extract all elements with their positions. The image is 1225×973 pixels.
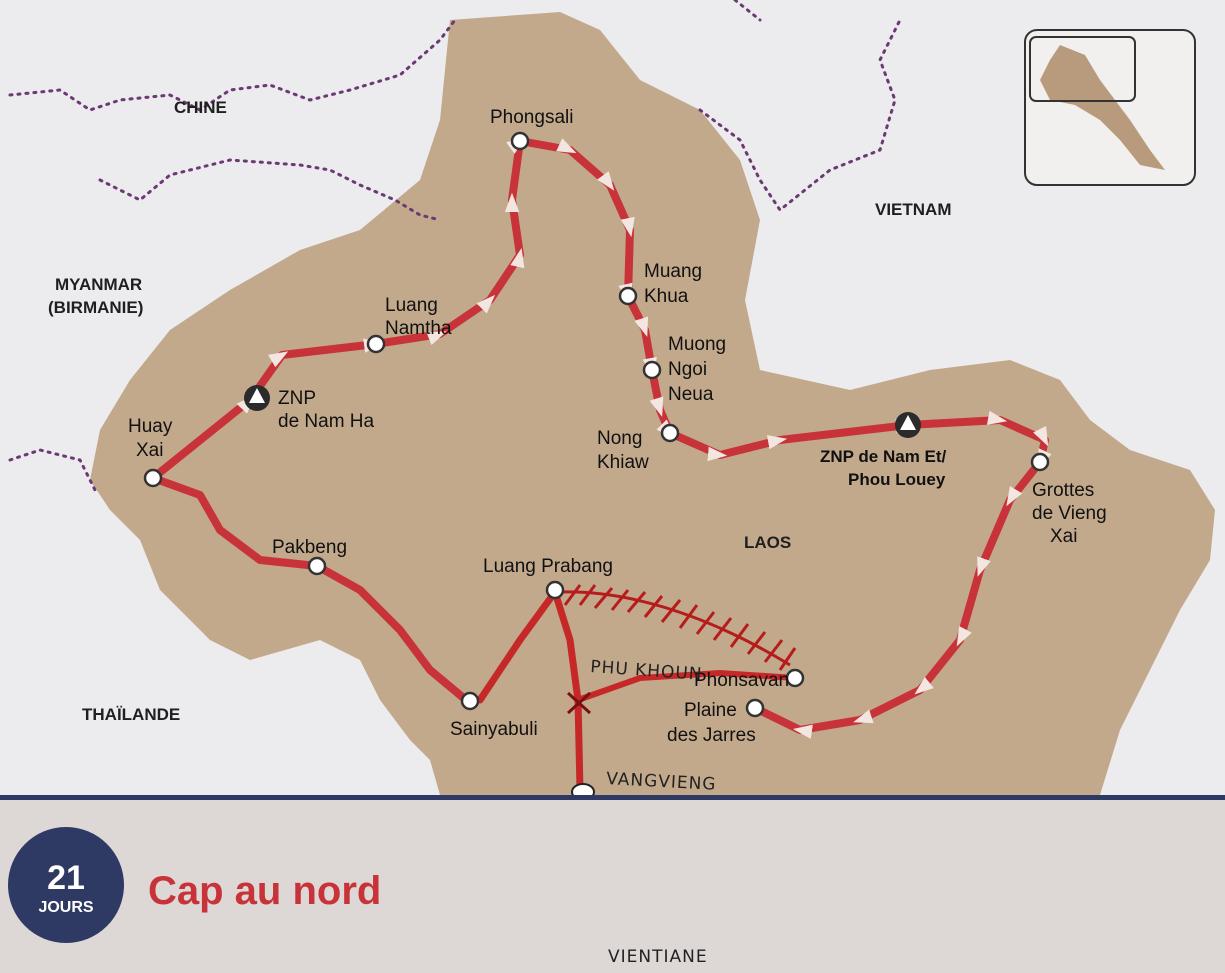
label-luang-prabang: Luang Prabang [483, 556, 613, 577]
label-huay-xai-2: Xai [136, 440, 163, 461]
label-muang-khua: Muang [644, 261, 702, 282]
label-myanmar: MYANMAR [55, 275, 142, 294]
city-markers [143, 131, 1050, 718]
label-vietnam: VIETNAM [875, 200, 952, 219]
label-myanmar-alt: (BIRMANIE) [48, 298, 143, 317]
page-title: Cap au nord [148, 869, 381, 913]
tree-icon [244, 385, 270, 411]
label-plaine-jarres-2: des Jarres [667, 725, 756, 746]
label-sainyabuli: Sainyabuli [450, 719, 538, 740]
label-znp-nam-et-2: Phou Louey [848, 470, 946, 489]
inset-laos-shape [1040, 45, 1165, 170]
label-luang-namtha: Luang [385, 295, 438, 316]
marker-grottes [1030, 452, 1050, 472]
border-laos-north [733, 0, 762, 22]
marker-sainyabuli [460, 691, 480, 711]
route-main-loop [149, 136, 1052, 739]
x-mark-phu-khoun [566, 691, 592, 715]
label-muong-ngoi-3: Neua [668, 384, 714, 405]
label-pakbeng: Pakbeng [272, 537, 347, 558]
label-phonsavan: Phonsavan [694, 670, 789, 691]
inset-focus-box [1029, 36, 1136, 102]
handdrawn-route-sainyabuli [476, 588, 559, 704]
label-znp-nam-ha: ZNP [278, 388, 316, 409]
label-nong-khiaw-2: Khiaw [597, 452, 649, 473]
label-znp-nam-ha-2: de Nam Ha [278, 411, 375, 432]
label-plaine-jarres: Plaine [684, 700, 737, 721]
marker-luang-prabang [545, 580, 565, 600]
border-myanmar [8, 448, 97, 492]
marker-huay-xai [143, 468, 163, 488]
label-huay-xai: Huay [128, 416, 173, 437]
handdrawn-route-phonsavan [575, 669, 798, 703]
marker-nong-khiaw [660, 423, 680, 443]
label-grottes-3: Xai [1050, 526, 1077, 547]
label-grottes-2: de Vieng [1032, 503, 1107, 524]
label-vientiane: VIENTIANE [608, 947, 708, 967]
label-muong-ngoi: Muong [668, 334, 726, 355]
marker-phongsali [510, 131, 530, 151]
marker-phonsavan [785, 668, 805, 688]
label-muong-ngoi-2: Ngoi [668, 359, 707, 380]
handdrawn-hatching [559, 584, 797, 671]
marker-luang-namtha [366, 334, 386, 354]
marker-plaine-jarres [745, 698, 765, 718]
badge-number: 21 [47, 859, 85, 897]
label-nong-khiaw: Nong [597, 428, 642, 449]
tree-icon [895, 412, 921, 438]
bottom-panel [0, 800, 1225, 973]
label-china: CHINE [174, 98, 227, 117]
marker-muong-ngoi [642, 360, 662, 380]
label-luang-namtha-2: Namtha [385, 318, 452, 339]
label-muang-khua-2: Khua [644, 286, 689, 307]
label-thailand: THAÏLANDE [82, 705, 180, 724]
label-phongsali: Phongsali [490, 107, 573, 128]
label-znp-nam-et: ZNP de Nam Et/ [820, 447, 947, 466]
marker-pakbeng [307, 556, 327, 576]
badge-unit: JOURS [38, 899, 93, 916]
days-badge [8, 827, 124, 943]
divider-line [0, 795, 1225, 800]
label-laos: LAOS [744, 533, 791, 552]
marker-muang-khua [618, 286, 638, 306]
label-grottes: Grottes [1032, 480, 1094, 501]
